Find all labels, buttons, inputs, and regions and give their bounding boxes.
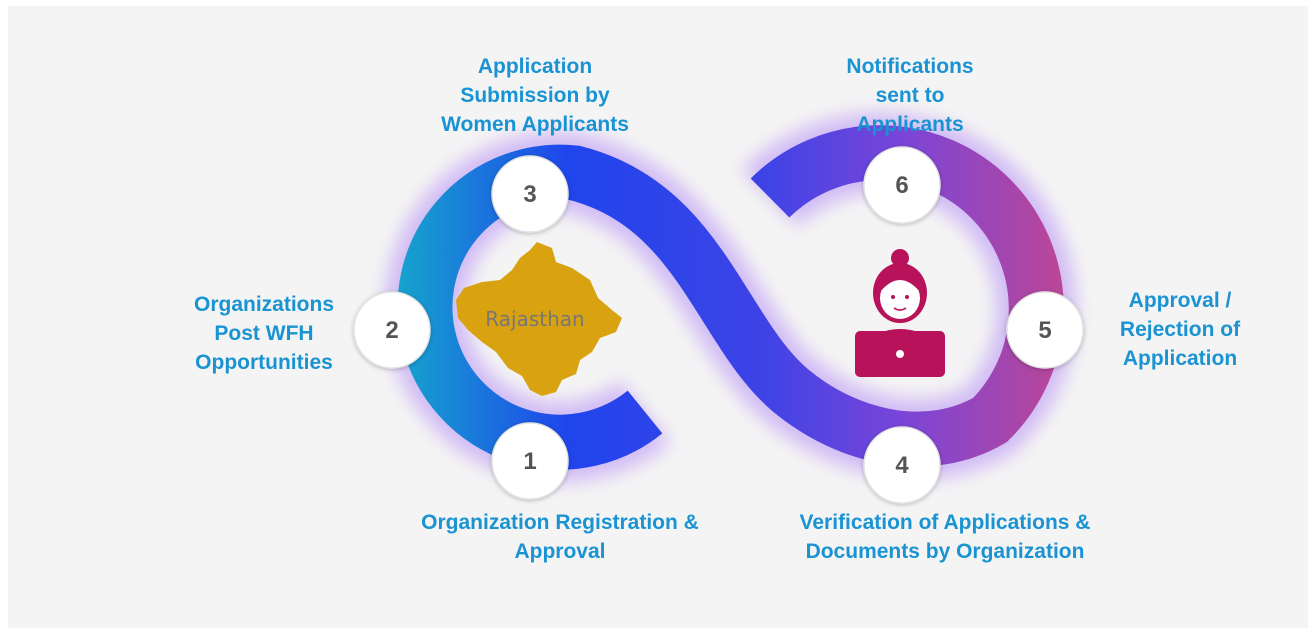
step-label-3: Application Submission by Women Applican… — [441, 55, 629, 136]
step-number-2: 2 — [385, 317, 398, 344]
step-label-5: Approval / Rejection of Application — [1119, 289, 1241, 370]
woman-at-laptop-icon — [855, 249, 945, 377]
step-marker-3: 3 — [491, 155, 569, 233]
step-marker-1: 1 — [491, 422, 569, 500]
region-name: Rajasthan — [485, 307, 584, 331]
step-number-1: 1 — [523, 448, 536, 475]
diagram-background — [8, 6, 1308, 628]
step-label-2: Organizations Post WFH Opportunities — [193, 293, 335, 374]
step-number-3: 3 — [523, 181, 536, 208]
infinity-band — [397, 125, 1064, 470]
step-label-4: Verification of Applications & Documents… — [799, 511, 1091, 563]
rajasthan-map-icon: Rajasthan — [456, 242, 622, 396]
step-marker-6: 6 — [863, 146, 941, 224]
step-marker-4: 4 — [863, 426, 941, 504]
step-marker-5: 5 — [1006, 291, 1084, 369]
step-number-4: 4 — [895, 452, 909, 479]
step-number-5: 5 — [1038, 317, 1051, 344]
step-marker-2: 2 — [353, 291, 431, 369]
step-label-6: Notifications sent to Applicants — [846, 55, 974, 136]
step-number-6: 6 — [895, 172, 908, 199]
step-label-1: Organization Registration & Approval — [421, 511, 699, 563]
